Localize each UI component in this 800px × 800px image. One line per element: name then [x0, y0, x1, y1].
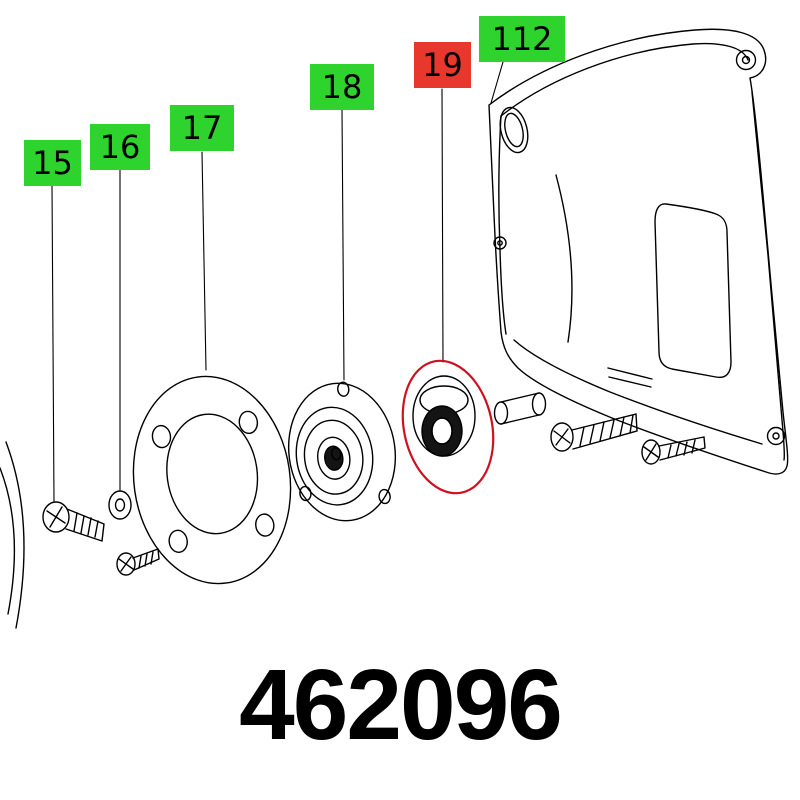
- part-label-19-text: 19: [422, 46, 463, 84]
- part-label-17[interactable]: 17: [170, 105, 234, 151]
- part-label-18[interactable]: 18: [310, 64, 374, 110]
- part-label-18-text: 18: [321, 68, 363, 106]
- pan-head-screw-drawing: [550, 413, 638, 452]
- part-label-19[interactable]: 19: [414, 42, 471, 88]
- part-number: 462096: [239, 649, 563, 761]
- part-label-112-text: 112: [491, 20, 553, 58]
- small-screw-drawing: [116, 548, 160, 576]
- part-label-15[interactable]: 15: [24, 140, 81, 186]
- pin-drawing: [493, 392, 547, 425]
- countersunk-screw-drawing: [641, 436, 706, 465]
- leader-lines: [51, 61, 504, 502]
- part-label-17-text: 17: [181, 109, 223, 147]
- screw-15-drawing: [42, 501, 105, 542]
- flange-plate-17-drawing: [132, 375, 292, 585]
- part-label-112[interactable]: 112: [479, 16, 565, 62]
- bearing-flange-18-drawing: [287, 381, 397, 522]
- blade-edge-drawing: [0, 441, 25, 629]
- housing-112-drawing: [488, 28, 789, 475]
- part-label-16[interactable]: 16: [90, 124, 150, 170]
- part-label-15-text: 15: [32, 144, 73, 182]
- washer-16-drawing: [108, 490, 132, 520]
- highlight-ellipse-19: [401, 359, 495, 495]
- part-label-16-text: 16: [99, 128, 141, 166]
- part-19-drawing: [412, 375, 476, 457]
